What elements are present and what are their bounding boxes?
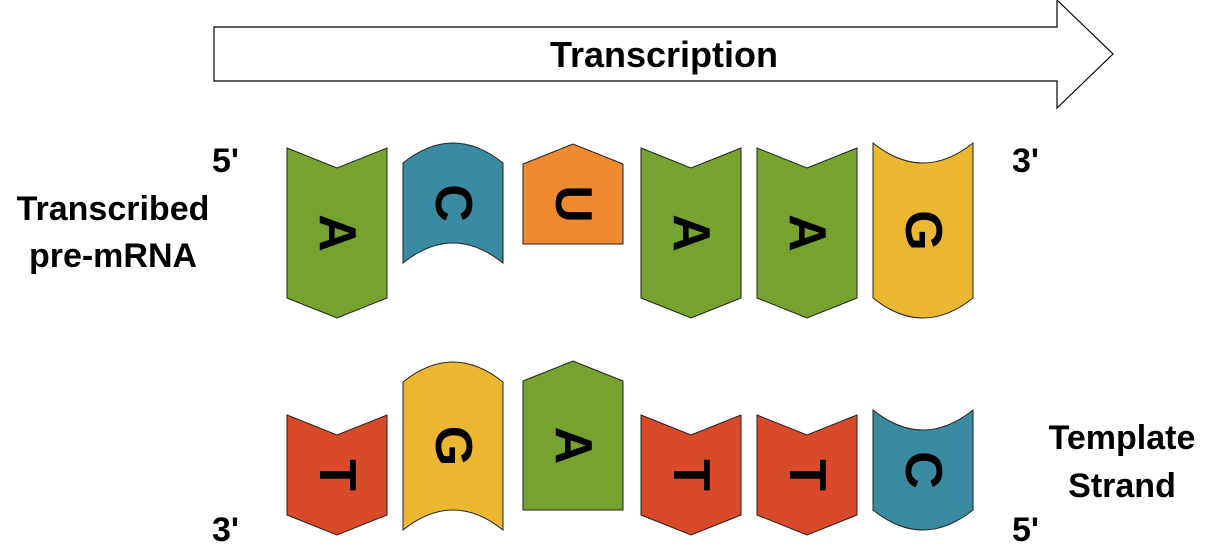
nucleotide-letter: T [308, 459, 366, 491]
nucleotide-U: U [522, 143, 624, 245]
nucleotide-letter: U [544, 185, 602, 223]
nucleotide-C: C [402, 142, 504, 265]
nucleotide-shape [402, 142, 504, 265]
nucleotide-letter: G [424, 426, 482, 466]
pre-mrna-label-line1: Transcribed [17, 190, 210, 228]
nucleotide-letter: C [894, 451, 952, 489]
template-label-line1: Template [1049, 419, 1196, 457]
nucleotide-T: T [756, 414, 858, 536]
nucleotide-shape [522, 360, 624, 511]
nucleotide-T: T [286, 414, 388, 536]
nucleotide-C: C [872, 408, 974, 531]
nucleotide-letter: A [662, 214, 720, 252]
nucleotide-A: A [286, 147, 388, 319]
nucleotide-shape [872, 141, 974, 319]
nucleotide-G: G [402, 361, 504, 532]
arrow-label: Transcription [550, 34, 778, 75]
nucleotide-letter: C [424, 184, 482, 222]
nucleotide-letter: T [662, 459, 720, 491]
nucleotide-letter: A [778, 214, 836, 252]
nucleotide-shape [522, 143, 624, 245]
nucleotide-letter: A [308, 214, 366, 252]
nucleotide-shape [286, 147, 388, 319]
nucleotide-G: G [872, 141, 974, 319]
nucleotide-shape [640, 414, 742, 536]
nucleotide-letter: G [894, 210, 952, 250]
nucleotide-letter: A [544, 427, 602, 465]
pre-mrna-3-prime-label: 3' [1012, 142, 1039, 180]
nucleotide-shape [402, 361, 504, 532]
nucleotide-letter: T [778, 459, 836, 491]
template-5-prime-label: 5' [1012, 511, 1039, 549]
transcription-arrow [213, 0, 1114, 110]
nucleotide-A: A [640, 147, 742, 319]
nucleotide-shape [756, 147, 858, 319]
nucleotide-A: A [522, 360, 624, 511]
pre-mrna-label-line2: pre-mRNA [29, 237, 197, 275]
nucleotide-T: T [640, 414, 742, 536]
pre-mrna-5-prime-label: 5' [212, 142, 239, 180]
template-label-line2: Strand [1068, 467, 1176, 505]
nucleotide-shape [872, 408, 974, 531]
nucleotide-shape [756, 414, 858, 536]
nucleotide-A: A [756, 147, 858, 319]
nucleotide-shape [640, 147, 742, 319]
nucleotide-shape [286, 414, 388, 536]
template-3-prime-label: 3' [212, 511, 239, 549]
